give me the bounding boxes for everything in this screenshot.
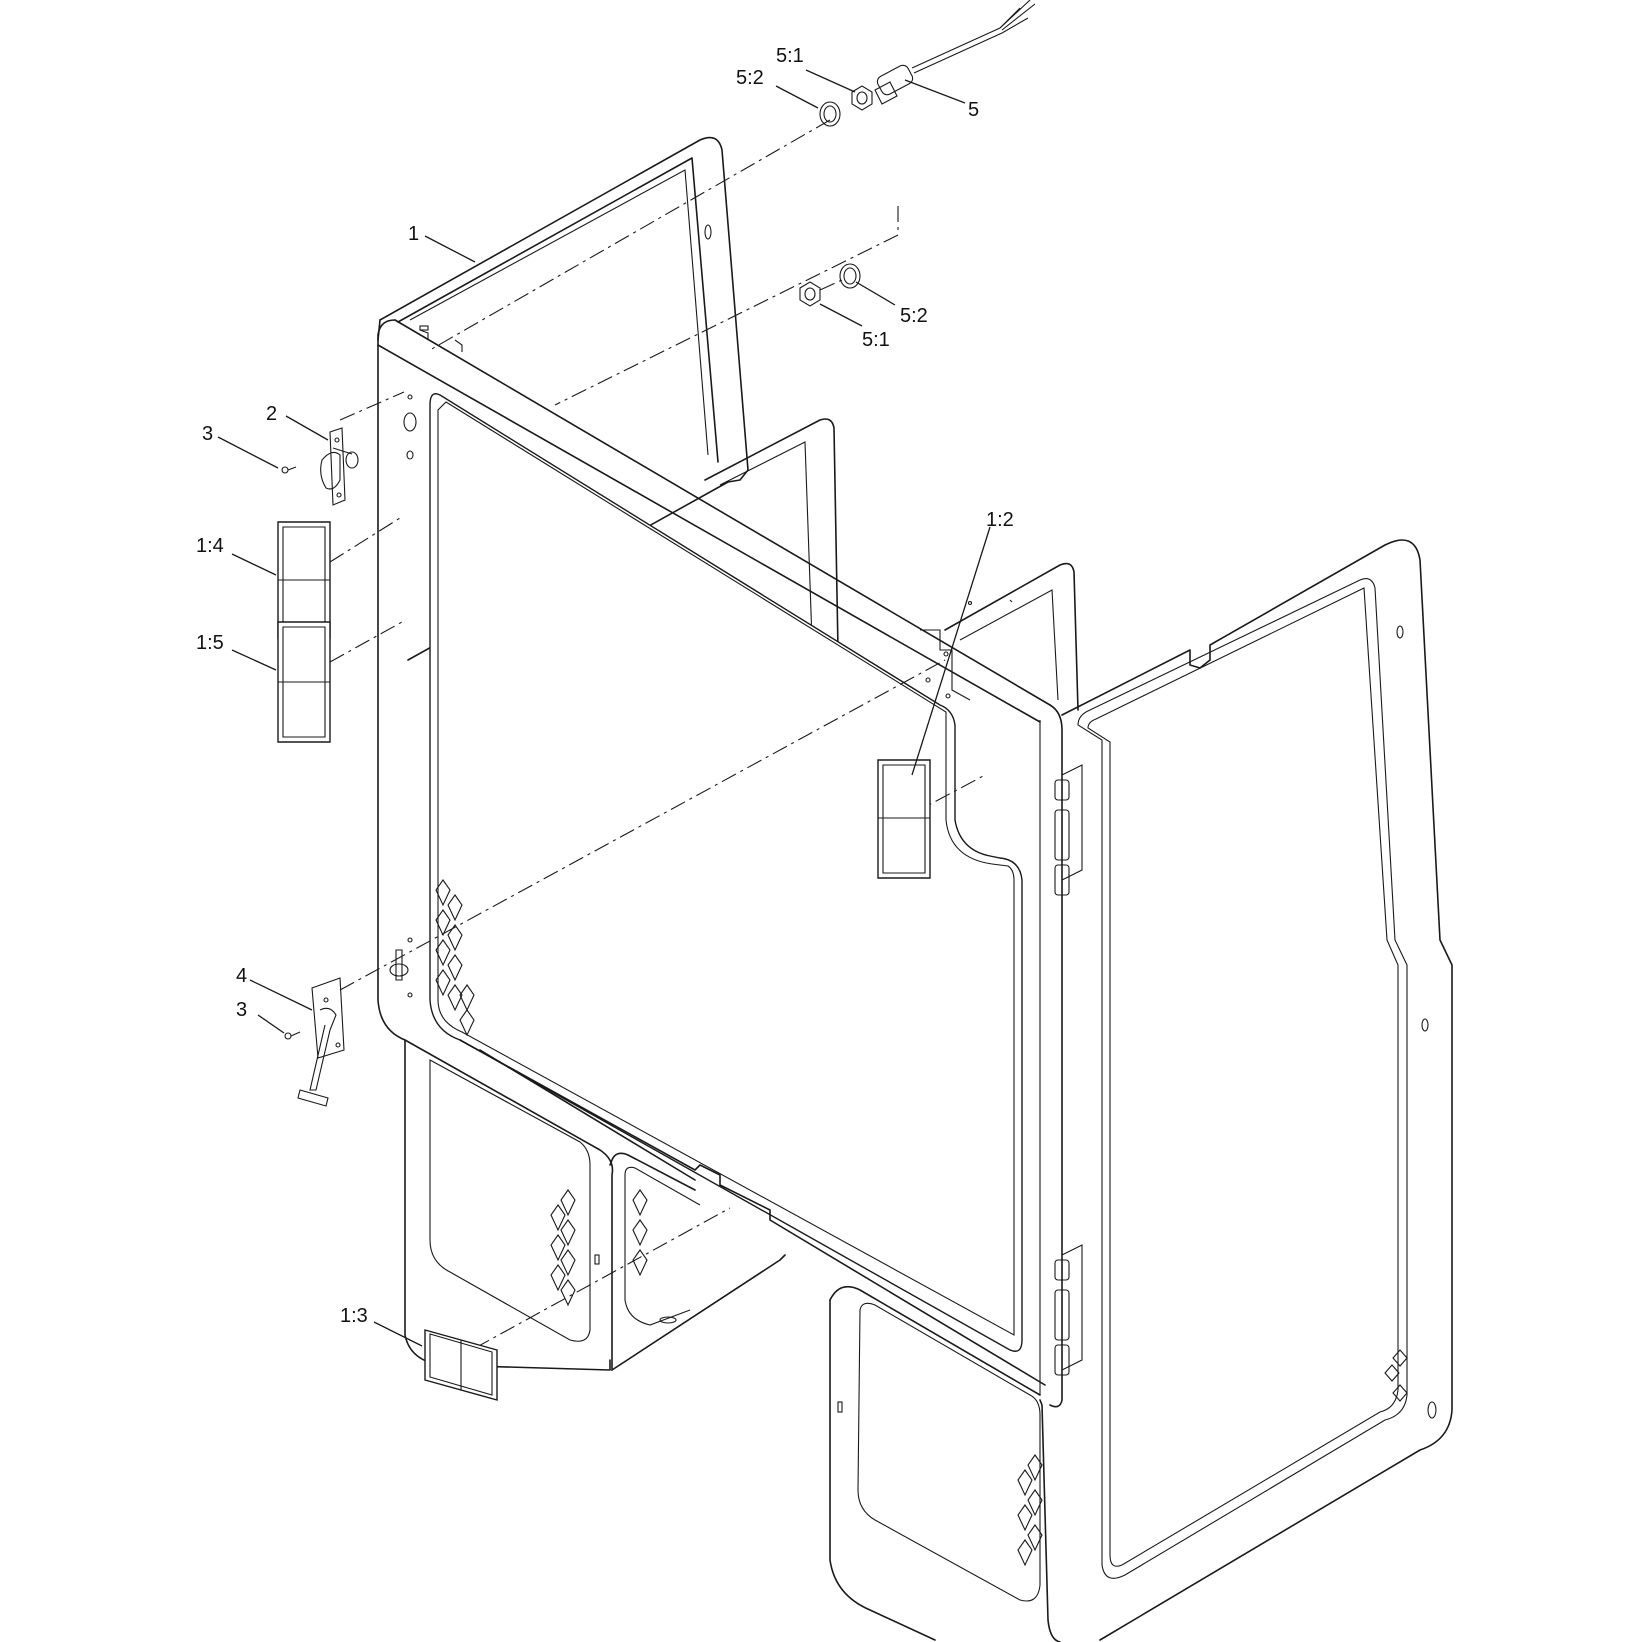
callout-5-1-bottom: 5:1 <box>862 329 890 351</box>
callout-1-5: 1:5 <box>196 632 224 654</box>
part-5-sensor <box>874 0 1036 105</box>
decal-1-3 <box>424 1329 498 1401</box>
part-3-screw-bottom <box>284 1031 301 1040</box>
grip-pattern-lower <box>550 1189 1408 1567</box>
part-5-2-washer-top <box>819 101 841 127</box>
decal-1-5 <box>277 621 331 743</box>
part-5-1-nut-top <box>851 85 873 111</box>
callout-5-2-bottom: 5:2 <box>900 305 928 327</box>
part-3-screw-top <box>281 466 297 474</box>
callout-5-1-top: 5:1 <box>776 45 804 67</box>
callout-3-top: 3 <box>202 423 213 445</box>
grip-pattern-upper <box>435 879 475 1037</box>
callout-5-2-top: 5:2 <box>736 67 764 89</box>
decal-1-2 <box>877 759 931 879</box>
middle-frame <box>704 418 1079 711</box>
top-beam-tabs <box>403 325 973 701</box>
callout-1-3: 1:3 <box>340 1305 368 1327</box>
callout-3-bottom: 3 <box>236 999 247 1021</box>
callout-1-4: 1:4 <box>196 535 224 557</box>
callout-2: 2 <box>266 403 277 425</box>
door-slot <box>1427 1401 1437 1419</box>
part-5-1-nut-bottom <box>799 281 821 307</box>
decal-1-4 <box>277 521 331 639</box>
right-door-frame <box>829 539 1453 1642</box>
callout-1: 1 <box>408 223 419 245</box>
bottom-beam <box>459 1039 1046 1386</box>
rear-frame-slot <box>704 224 712 240</box>
assembly-lines <box>329 119 986 1349</box>
door-hinges <box>1054 764 1083 1376</box>
part-5-2-washer-bottom <box>839 263 861 289</box>
lower-left-panel <box>404 1039 786 1371</box>
callout-4: 4 <box>236 965 247 987</box>
callout-1-2: 1:2 <box>986 509 1014 531</box>
leader-lines <box>217 69 991 1347</box>
callout-labels: 1 2 3 1:4 1:5 4 3 1:3 1:2 5 5:1 5:2 5:2 … <box>196 45 1014 1327</box>
door-slot <box>1421 1018 1429 1032</box>
left-side-frame <box>377 319 1063 1408</box>
door-slot <box>1396 625 1404 639</box>
callout-5: 5 <box>968 99 979 121</box>
part-2-latch <box>320 427 359 506</box>
part-4-latch <box>297 937 413 1107</box>
